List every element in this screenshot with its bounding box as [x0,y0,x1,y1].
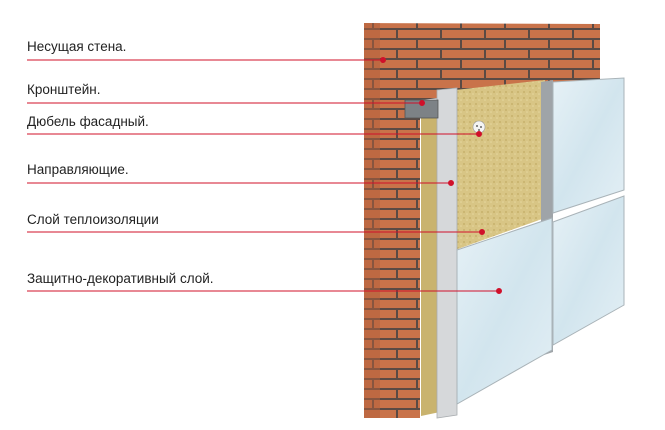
label-bracket: Кронштейн. [27,82,101,97]
cladding-panels [456,77,625,405]
label-load-bearing-wall: Несущая стена. [27,39,127,54]
label-facade-dowel: Дюбель фасадный. [27,114,149,129]
label-decorative-layer: Защитно-декоративный слой. [27,271,214,286]
facade-dowel [472,120,486,134]
label-insulation-layer: Слой теплоизоляции [27,212,159,227]
load-bearing-wall [364,23,600,418]
label-guide-rails: Направляющие. [27,162,129,177]
bracket [404,99,439,119]
